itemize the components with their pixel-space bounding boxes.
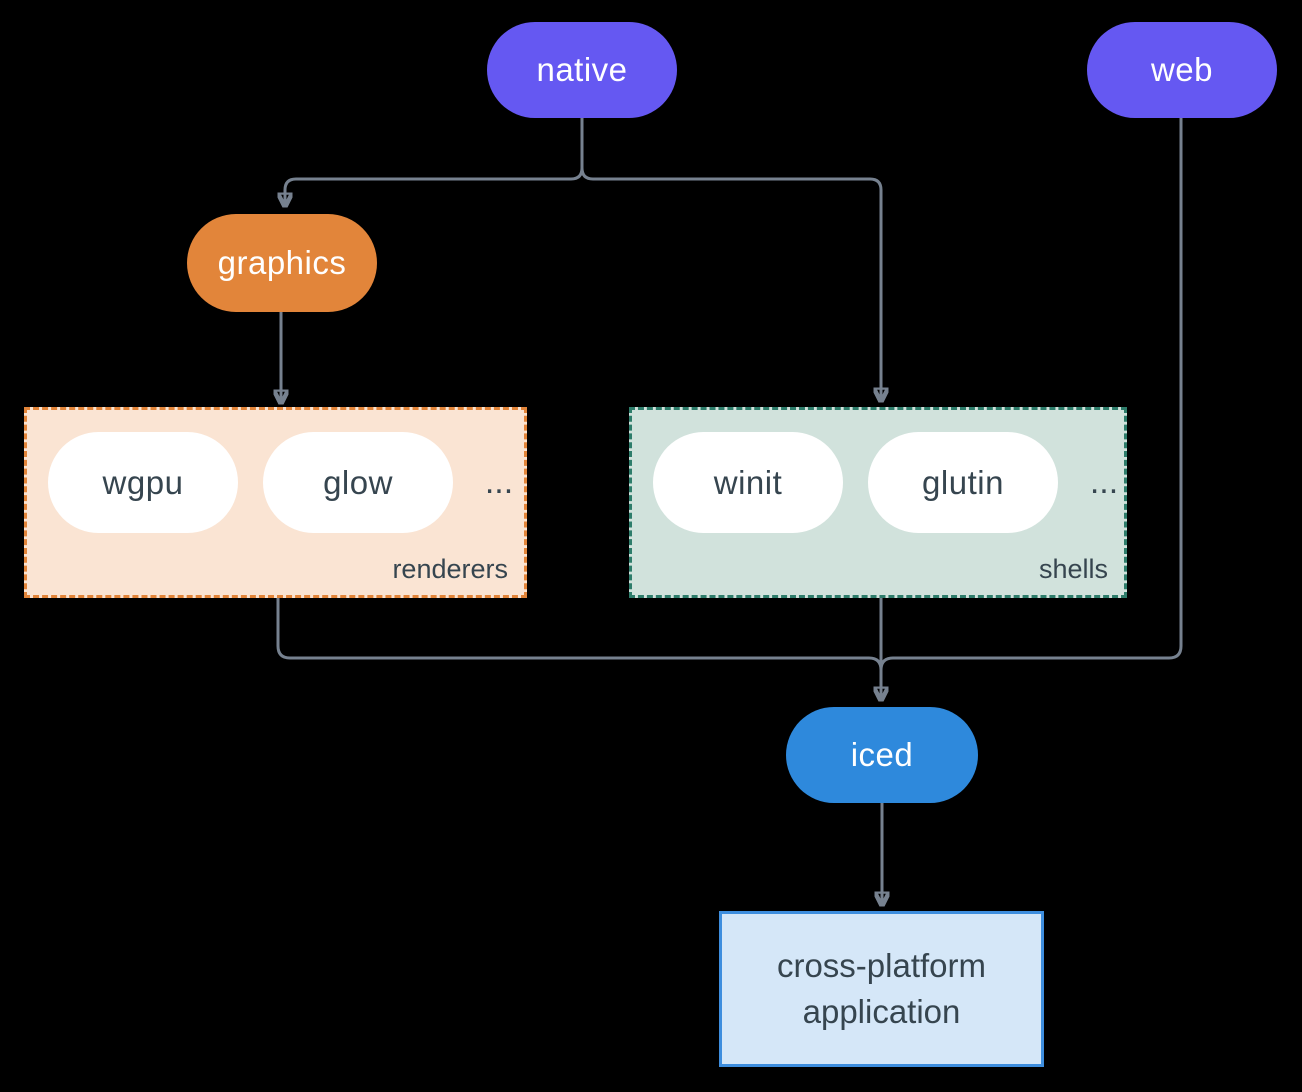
node-glutin: glutin [868,432,1058,533]
node-native: native [487,22,677,118]
node-glutin-label: glutin [922,463,1004,501]
application-label-line2: application [802,993,961,1030]
node-web-label: web [1150,51,1214,88]
node-iced-label: iced [850,736,914,773]
node-cross-platform-application: cross-platform application [719,911,1044,1067]
node-wgpu-label: wgpu [102,463,184,501]
edge-renderers-iced [276,598,883,684]
node-iced: iced [786,707,978,803]
node-graphics: graphics [187,214,377,312]
renderers-ellipsis: ... [484,463,514,501]
node-native-label: native [536,51,628,88]
renderers-group-label: renderers [392,554,508,584]
node-web: web [1087,22,1277,118]
edge-native-shells [580,118,881,398]
shells-ellipsis: ... [1089,463,1119,501]
node-graphics-label: graphics [217,244,347,281]
shells-group-label: shells [1038,554,1108,584]
group-renderers: wgpu glow ... renderers [24,407,527,598]
node-wgpu: wgpu [48,432,238,533]
application-label-line1: cross-platform [776,946,987,984]
node-winit-label: winit [713,463,783,501]
group-shells: winit glutin ... shells [629,407,1127,598]
node-glow-label: glow [323,463,393,501]
node-winit: winit [653,432,843,533]
node-glow: glow [263,432,453,533]
edge-web-iced [879,118,1183,684]
edge-native-graphics [285,118,584,203]
